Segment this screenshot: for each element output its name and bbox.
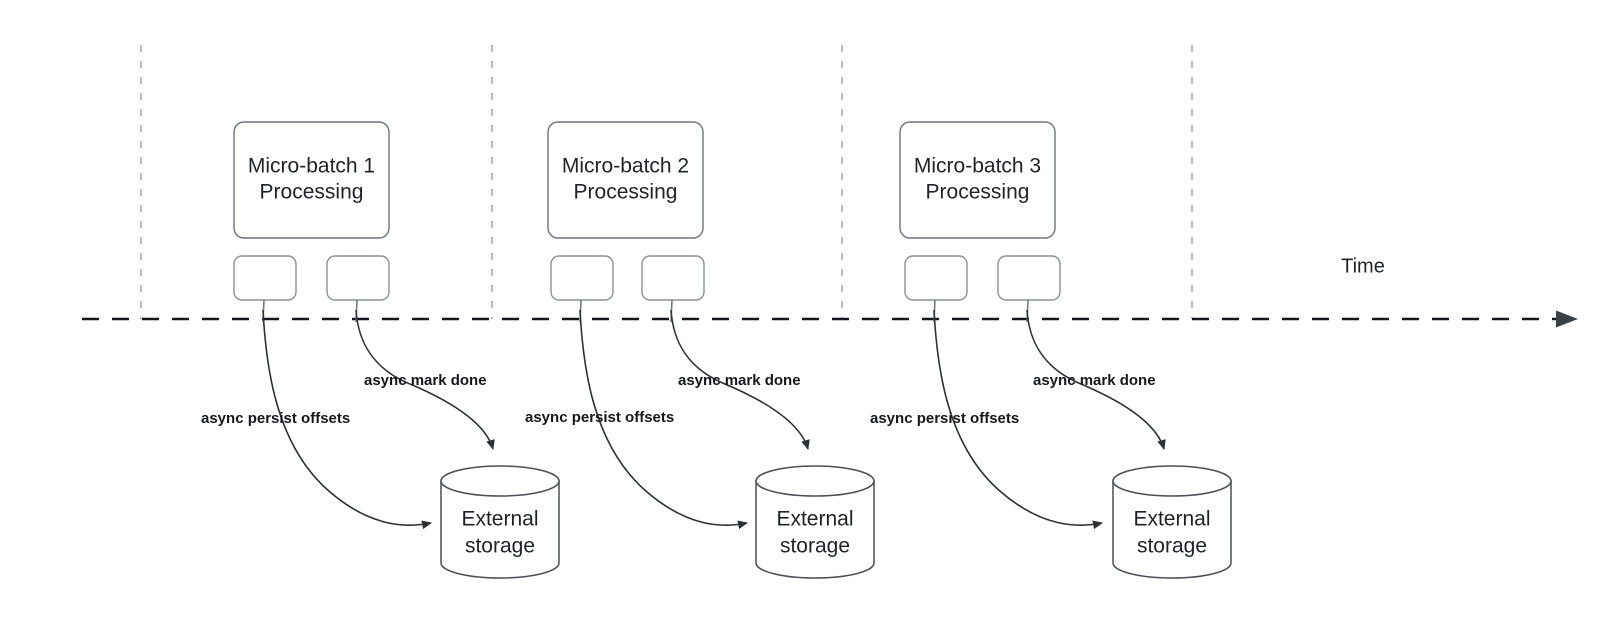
task-box-2-left[interactable] xyxy=(550,255,614,301)
micro-batch-2-box[interactable] xyxy=(547,121,704,239)
external-storage-3-top xyxy=(1112,465,1232,497)
edge-label-persist-offsets-1: async persist offsets xyxy=(201,410,350,427)
time-axis-label: Time xyxy=(1341,255,1385,277)
external-storage-3-label-line2: storage xyxy=(1137,535,1207,558)
time-arrow-icon xyxy=(1556,310,1578,328)
micro-batch-1-box[interactable] xyxy=(233,121,390,239)
external-storage-2-body[interactable] xyxy=(755,480,875,579)
external-storage-2-top xyxy=(755,465,875,497)
micro-batch-2-label-line1: Micro-batch 2 xyxy=(562,155,689,178)
task-box-1-right[interactable] xyxy=(326,255,390,301)
edge-persist-offsets-2 xyxy=(579,309,748,530)
edge-mark-done-2 xyxy=(670,309,810,450)
edge-mark-done-1 xyxy=(355,309,495,450)
batch-group-3: Micro-batch 3 Processing async persist o… xyxy=(870,121,1232,579)
external-storage-2-label-line2: storage xyxy=(780,535,850,558)
edge-label-persist-offsets-3: async persist offsets xyxy=(870,410,1019,427)
task-box-2-right[interactable] xyxy=(641,255,705,301)
micro-batch-3-box[interactable] xyxy=(899,121,1056,239)
external-storage-3-label-line1: External xyxy=(1133,508,1210,531)
task-box-3-left[interactable] xyxy=(904,255,968,301)
task-box-1-left[interactable] xyxy=(233,255,297,301)
edge-label-mark-done-3: async mark done xyxy=(1033,372,1156,389)
external-storage-1-label-line1: External xyxy=(461,508,538,531)
time-axis-group: Time xyxy=(82,255,1578,328)
edge-mark-done-3 xyxy=(1026,309,1166,450)
tick-lines-group xyxy=(140,45,1193,319)
edge-label-mark-done-2: async mark done xyxy=(678,372,801,389)
task-box-3-right[interactable] xyxy=(997,255,1061,301)
external-storage-1-body[interactable] xyxy=(440,480,560,579)
micro-batch-3-label-line2: Processing xyxy=(926,181,1030,204)
edge-persist-offsets-3 xyxy=(933,309,1103,530)
micro-batch-2-label-line2: Processing xyxy=(574,181,678,204)
micro-batch-3-label-line1: Micro-batch 3 xyxy=(914,155,1041,178)
micro-batch-1-label-line1: Micro-batch 1 xyxy=(248,155,375,178)
external-storage-2-label-line1: External xyxy=(776,508,853,531)
external-storage-1-top xyxy=(440,465,560,497)
external-storage-1-label-line2: storage xyxy=(465,535,535,558)
batch-group-1: Micro-batch 1 Processing async persist o… xyxy=(201,121,560,579)
edge-persist-offsets-1 xyxy=(262,309,432,530)
edge-label-mark-done-1: async mark done xyxy=(364,372,487,389)
micro-batch-1-label-line2: Processing xyxy=(260,181,364,204)
edge-label-persist-offsets-2: async persist offsets xyxy=(525,409,674,426)
external-storage-3-body[interactable] xyxy=(1112,480,1232,579)
batch-group-2: Micro-batch 2 Processing async persist o… xyxy=(525,121,875,579)
